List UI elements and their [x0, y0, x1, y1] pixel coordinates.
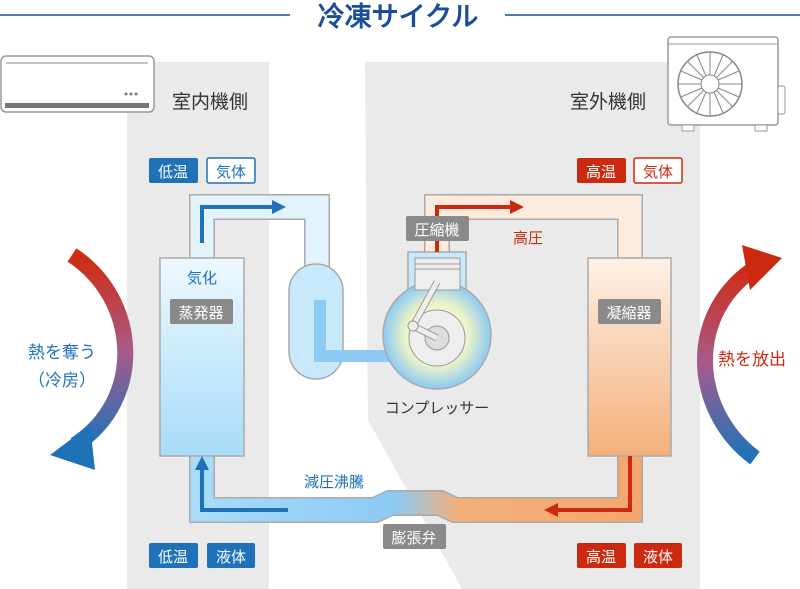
heat-absorb-arrow-icon	[50, 248, 134, 470]
arrowhead-icon	[272, 200, 286, 214]
badge-bottom-right-state: 液体	[634, 543, 682, 568]
badge-top-right-state: 気体	[633, 157, 683, 184]
svg-text:凝縮器: 凝縮器	[606, 304, 651, 322]
condenser-tag: 凝縮器	[598, 299, 661, 324]
compressor	[382, 251, 492, 390]
svg-text:液体: 液体	[216, 548, 246, 566]
decompress-boil-label: 減圧沸騰	[304, 473, 364, 491]
outdoor-panel	[365, 62, 700, 589]
flow-arrow-liquid	[558, 456, 632, 512]
expansion-valve-tag: 膨張弁	[383, 524, 446, 549]
evaporator	[159, 257, 245, 457]
badge-bottom-right-temp: 高温	[577, 543, 626, 568]
badge-top-left-state: 気体	[206, 157, 256, 184]
compressor-label: コンプレッサー	[385, 399, 490, 417]
badge-top-right-temp: 高温	[577, 158, 626, 183]
badge-bottom-left-temp: 低温	[149, 543, 198, 568]
condenser	[587, 257, 672, 457]
cooling-label: （冷房）	[28, 371, 96, 391]
badge-top-left-temp: 低温	[149, 158, 198, 183]
svg-text:蒸発器: 蒸発器	[178, 304, 223, 322]
svg-text:気体: 気体	[216, 163, 246, 181]
diagram-title: 冷凍サイクル	[318, 2, 479, 33]
svg-text:膨張弁: 膨張弁	[391, 529, 436, 547]
svg-text:圧縮機: 圧縮機	[414, 221, 459, 239]
svg-text:低温: 低温	[158, 548, 188, 566]
high-pressure-label: 高圧	[513, 229, 543, 247]
svg-text:低温: 低温	[158, 163, 188, 181]
badge-bottom-left-state: 液体	[207, 543, 255, 568]
heat-release-arrow-icon	[697, 245, 782, 465]
heat-release-label: 熱を放出	[718, 350, 786, 370]
suction-tube	[314, 300, 395, 362]
arrowhead-icon	[195, 456, 209, 470]
compressor-tag: 圧縮機	[406, 216, 469, 241]
indoor-unit-icon	[0, 55, 155, 113]
svg-text:液体: 液体	[643, 548, 673, 566]
flow-arrow-vapor	[200, 205, 272, 243]
outdoor-label: 室外機側	[570, 91, 646, 113]
heat-absorb-label: 熱を奪う	[28, 343, 96, 363]
vaporize-label: 気化	[187, 269, 217, 287]
svg-text:気体: 気体	[643, 163, 673, 181]
outdoor-unit-icon	[667, 36, 786, 132]
arrowhead-icon	[544, 503, 558, 517]
indoor-label: 室内機側	[172, 91, 248, 113]
svg-text:高温: 高温	[586, 163, 616, 181]
arrowhead-icon	[510, 200, 524, 214]
flow-arrow-return	[200, 470, 288, 512]
svg-text:高温: 高温	[586, 548, 616, 566]
evaporator-tag: 蒸発器	[170, 299, 233, 324]
